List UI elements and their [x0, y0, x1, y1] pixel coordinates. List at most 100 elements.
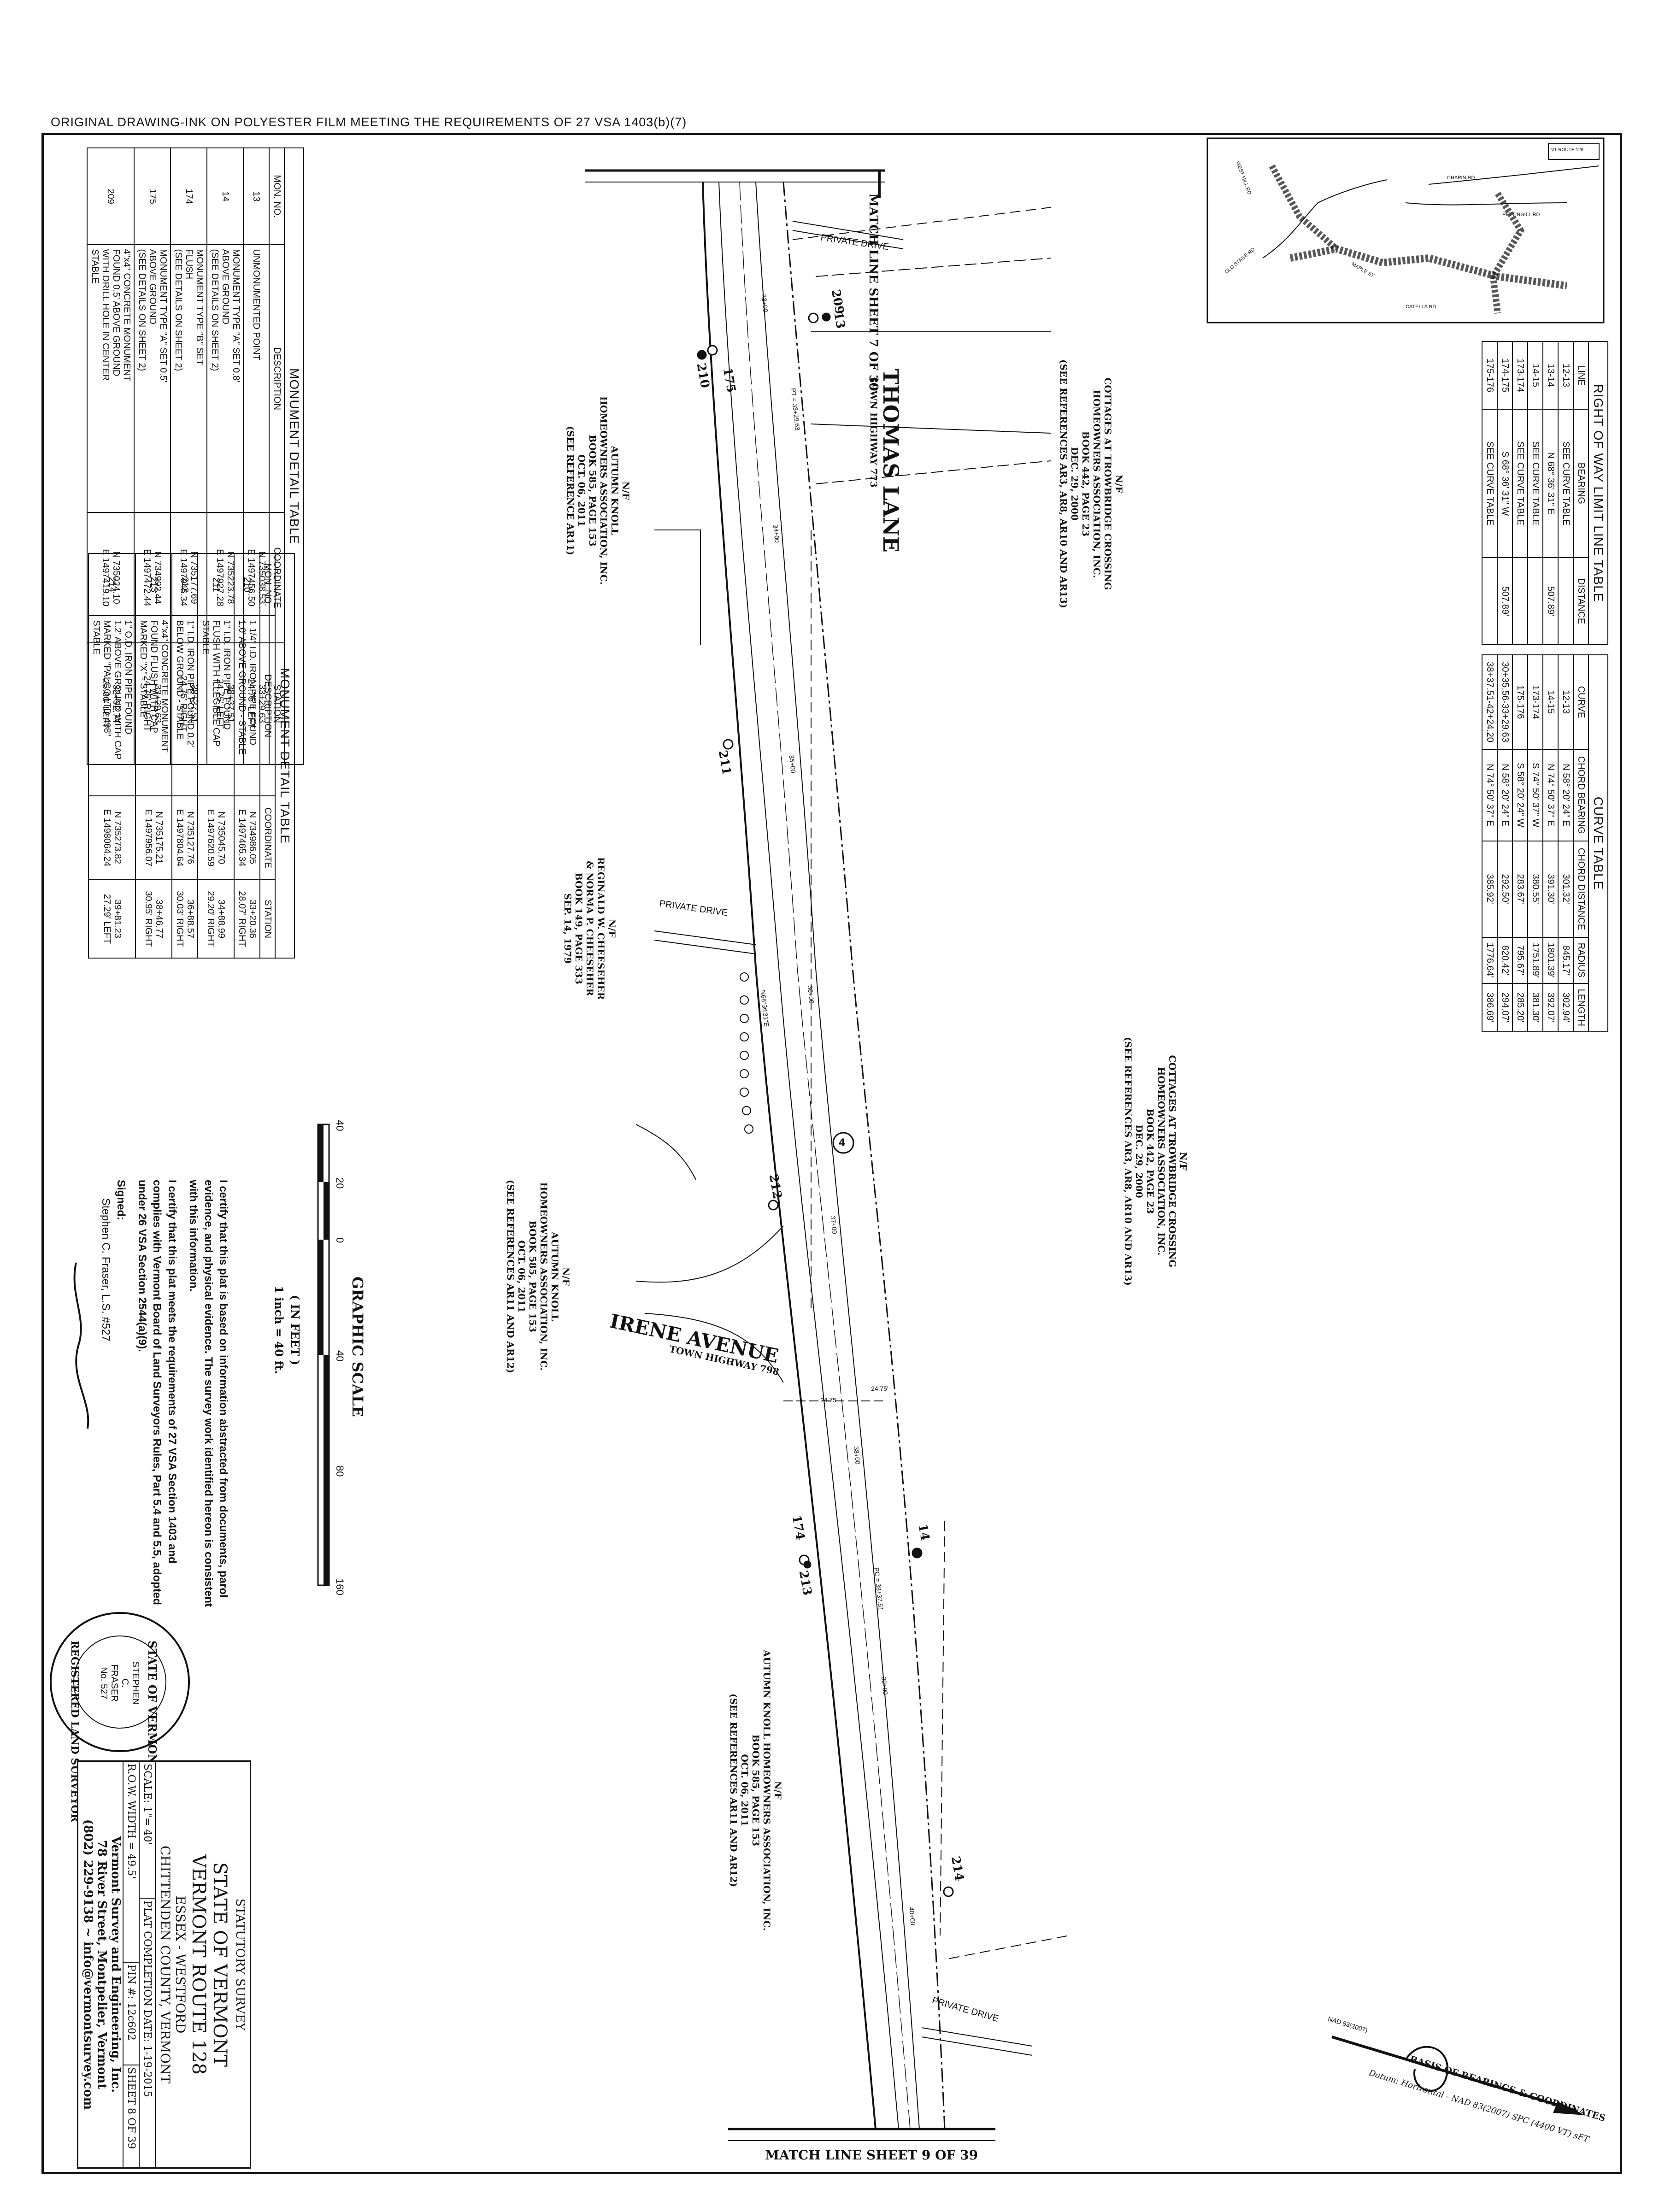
scale-tick: 20 — [334, 1177, 346, 1189]
monument-212 — [768, 1200, 779, 1211]
col-header: MON. NO. — [259, 553, 275, 616]
graphic-scale-title: GRAPHIC SCALE — [349, 1277, 366, 1417]
fence-line — [635, 529, 701, 1180]
col-header: RADIUS — [1573, 937, 1588, 983]
irene-avenue-road — [635, 1225, 885, 1401]
graphic-scale-ratio: 1 inch = 40 ft. — [272, 1286, 286, 1375]
scale-tick: 0 — [334, 1237, 346, 1243]
col-header: MON. NO. — [269, 148, 284, 245]
monument-210 — [697, 350, 707, 360]
state-title: STATE OF VERMONT — [209, 1862, 230, 2067]
row-line-right — [782, 182, 946, 2130]
col-header: CURVE — [1573, 655, 1588, 749]
scale-tick: 40 — [334, 1120, 346, 1131]
locus-label: CHAPIN RD — [1447, 175, 1475, 181]
monument-213 — [803, 1560, 812, 1569]
road-edge-2 — [755, 182, 920, 2130]
col-header: DISTANCE — [1573, 557, 1588, 645]
col-header: BEARING — [1573, 409, 1588, 558]
thomas-lane-road — [811, 258, 1051, 484]
north-arrow — [1331, 2036, 1585, 2115]
county-title: CHITTENDEN COUNTY, VERMONT — [155, 1762, 173, 2167]
locus-label: CATELLA RD — [1406, 304, 1436, 310]
match-line-bottom — [728, 2128, 995, 2141]
firm-contact: (802) 229-9138 ~ info@vermontsurvey.com — [81, 1819, 95, 2110]
match-line-bottom-label: MATCH LINE SHEET 9 OF 39 — [765, 2147, 978, 2163]
label-14: 14 — [915, 1523, 932, 1542]
col-header: COORDINATE — [259, 795, 275, 880]
certification-para-2: I certify that this plat meets the requi… — [136, 1180, 178, 1605]
col-header: DESCRIPTION — [259, 616, 275, 796]
curve-table: CURVE TABLE CURVE CHORD BEARING CHORD DI… — [1482, 654, 1608, 1032]
monument-209 — [808, 312, 819, 324]
table-row: 212 1" I.D. IRON PIPE FOUND 0.2'BELOW GR… — [171, 553, 198, 958]
curve-table-title: CURVE TABLE — [1588, 655, 1608, 1032]
row-table-title: RIGHT OF WAY LIMIT LINE TABLE — [1588, 341, 1608, 645]
match-line-top-label: MATCH LINE SHEET 7 OF 39 — [866, 194, 880, 392]
scale-note: SCALE: 1"= 40' — [140, 1762, 155, 1899]
locus-legend: VT ROUTE 128 — [1551, 147, 1583, 153]
thomas-lane-highway: TOWN HIGHWAY 773 — [868, 376, 879, 488]
col-header: LENGTH — [1573, 983, 1588, 1032]
survey-type: STATUTORY SURVEY — [233, 1898, 247, 2031]
signer-name: Stephen C. Fraser, L.S. #527 — [100, 1198, 112, 1341]
scale-tick: 40 — [334, 1350, 346, 1362]
width-label-2: 24.75' — [871, 1385, 888, 1392]
row-line-left — [702, 182, 877, 2130]
road-edge-1 — [718, 182, 899, 2130]
monument-table-2-title: MONUMENT DETAIL TABLE — [275, 553, 294, 958]
signed-label: Signed: — [114, 1180, 127, 1220]
col-header: LINE — [1573, 341, 1588, 409]
locus-map — [1206, 137, 1605, 324]
signature — [73, 1262, 89, 1429]
scale-tick: 160 — [334, 1578, 346, 1595]
monument-13 — [822, 312, 831, 322]
monument-214 — [943, 1886, 954, 1897]
certification-block: I certify that this plat is based on inf… — [98, 1180, 230, 1613]
scale-tick: 80 — [334, 1465, 346, 1477]
monument-14 — [912, 1547, 923, 1559]
row-limit-table: RIGHT OF WAY LIMIT LINE TABLE LINE BEARI… — [1482, 341, 1608, 645]
firm-name: Vermont Survey and Engineering, Inc. — [109, 1836, 123, 2093]
pin-number: PIN #: 12c602 — [124, 1963, 139, 2065]
match-line-top — [585, 169, 885, 198]
route-marker — [832, 1132, 854, 1154]
col-header: DESCRIPTION — [269, 245, 284, 512]
monument-175 — [707, 345, 718, 356]
thomas-lane-label: THOMAS LANE — [878, 369, 903, 553]
tree-symbols — [740, 972, 753, 1134]
plat-date: PLAT COMPLETION DATE: 1-19-2015 — [141, 1900, 153, 2097]
firm-address: 78 River Street, Montpelier, Vermont — [95, 1840, 109, 2089]
certification-para-1: I certify that this plat is based on inf… — [187, 1180, 229, 1607]
col-header: STATION — [259, 880, 275, 958]
monument-211 — [723, 739, 734, 750]
graphic-scale-unit: ( IN FEET ) — [288, 1295, 302, 1365]
property-lines — [792, 207, 1070, 1959]
col-header: CHORD BEARING — [1573, 749, 1588, 841]
col-header: CHORD DISTANCE — [1573, 841, 1588, 937]
seal-ring-top: STATE OF VERMONT — [146, 1641, 159, 1773]
private-drive-lines — [654, 221, 1033, 2056]
